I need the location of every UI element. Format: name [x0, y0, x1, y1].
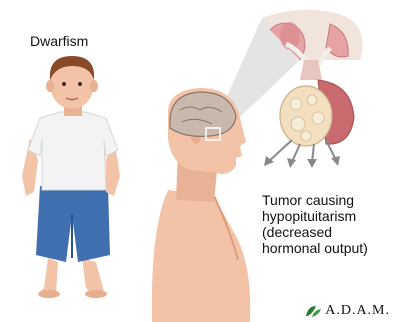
adam-logo: A.D.A.M. [304, 303, 390, 319]
child-figure [22, 56, 120, 298]
tumor-caption-line: Tumor causing [262, 192, 368, 208]
adam-logo-text: A.D.A.M. [325, 303, 390, 319]
adult-profile [152, 88, 250, 322]
tumor-caption-line: hormonal output) [262, 240, 368, 256]
adam-leaf-icon [304, 304, 322, 318]
pituitary-inset [262, 10, 363, 168]
condition-label: Dwarfism [30, 33, 88, 49]
tumor-caption-line: hypopituitarism [262, 208, 368, 224]
tumor-caption: Tumor causing hypopituitarism (decreased… [262, 192, 368, 256]
tumor-caption-line: (decreased [262, 224, 368, 240]
